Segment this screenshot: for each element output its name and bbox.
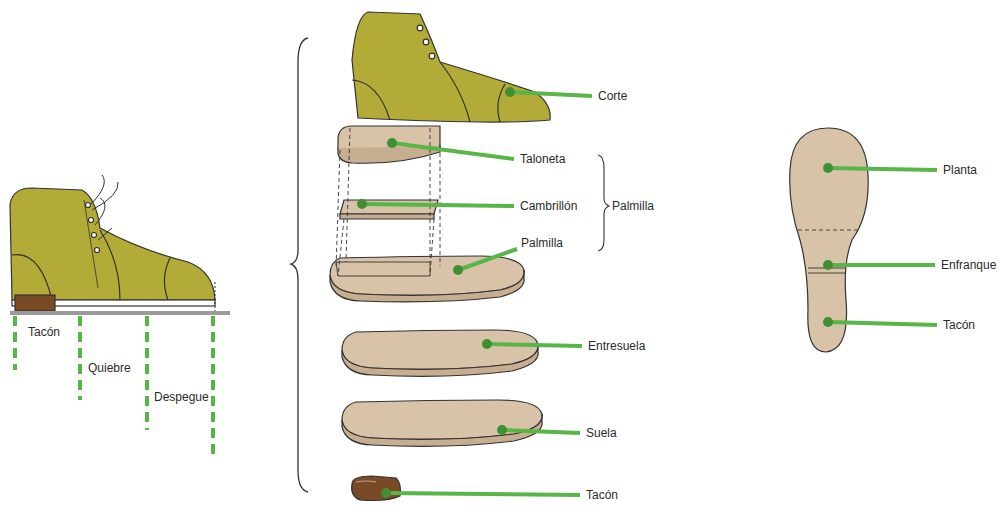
phase-lines [15,316,213,460]
ground-line [10,311,230,315]
part-label: Tacón [26,325,62,339]
part-label: Enfranque [941,258,996,272]
part-label: Taloneta [520,152,565,166]
part-label: Suela [586,426,617,440]
toe-mark [215,282,216,311]
palmilla-bracket [598,155,609,251]
part-label: Quiebre [86,361,133,375]
part-label: Palmilla [612,199,654,213]
part-label: Tacón [586,488,618,502]
part-label: Cambrillón [520,199,577,213]
group-brace [291,38,308,492]
leader-dots [357,87,833,498]
part-label: Palmilla [521,236,563,250]
assembly-guides [336,128,440,276]
part-label: Corte [598,89,627,103]
part-label: Despegue [152,390,211,404]
exploded-parts [330,12,550,501]
part-label: Entresuela [588,339,645,353]
sole-bottom-view [790,128,868,352]
part-label: Planta [943,163,977,177]
leader-lines [362,92,937,495]
boot-side-view [10,175,215,311]
part-label: Tacón [943,318,975,332]
